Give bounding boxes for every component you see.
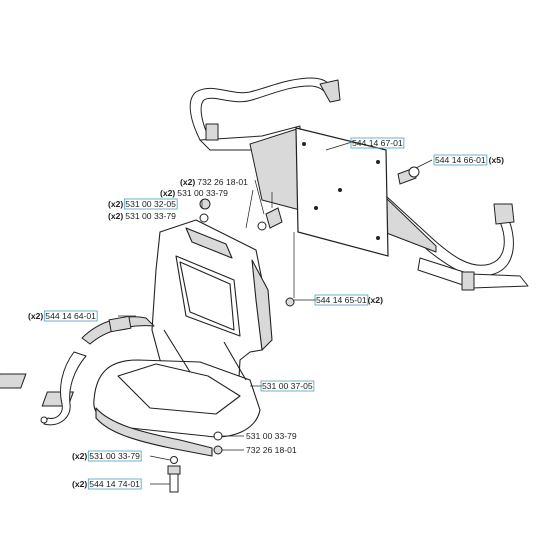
callout-label: 544 14 65-01(x2) xyxy=(316,295,383,305)
callout-label: (x2)732 26 18-01 xyxy=(180,177,248,187)
shoulder-strap xyxy=(40,315,155,426)
callout-label: (x2)531 00 32-05 xyxy=(108,199,176,209)
callout-box xyxy=(260,380,315,392)
callout-box xyxy=(43,310,98,322)
callout-label: 531 00 37-05 xyxy=(262,381,313,391)
hardware xyxy=(167,166,420,493)
leader-lines xyxy=(118,141,433,485)
callout-label: 544 14 66-01(x5) xyxy=(435,155,504,165)
callouts: 544 14 67-01 544 14 66-01(x5) (x2)732 26… xyxy=(28,138,504,489)
callout-label: 544 14 67-01 xyxy=(352,138,403,148)
callout-label: (x2)531 00 33-79 xyxy=(108,211,176,221)
callout-box xyxy=(87,478,142,490)
backpack-frame xyxy=(0,219,273,457)
callout-label: (x2)544 14 64-01 xyxy=(28,311,96,321)
callout-label: (x2)531 00 33-79 xyxy=(160,188,228,198)
callout-label: (x2)544 14 74-01 xyxy=(72,479,140,489)
callout-label: (x2)531 00 33-79 xyxy=(72,451,140,461)
callout-label: 531 00 33-79 xyxy=(246,431,297,441)
callout-boxes xyxy=(43,137,488,490)
callout-box xyxy=(314,294,369,306)
callout-box xyxy=(350,137,405,149)
back-plate xyxy=(295,127,389,257)
callout-box xyxy=(87,450,142,462)
callout-box xyxy=(433,154,488,166)
callout-box xyxy=(123,198,178,210)
callout-label: 732 26 18-01 xyxy=(246,445,297,455)
